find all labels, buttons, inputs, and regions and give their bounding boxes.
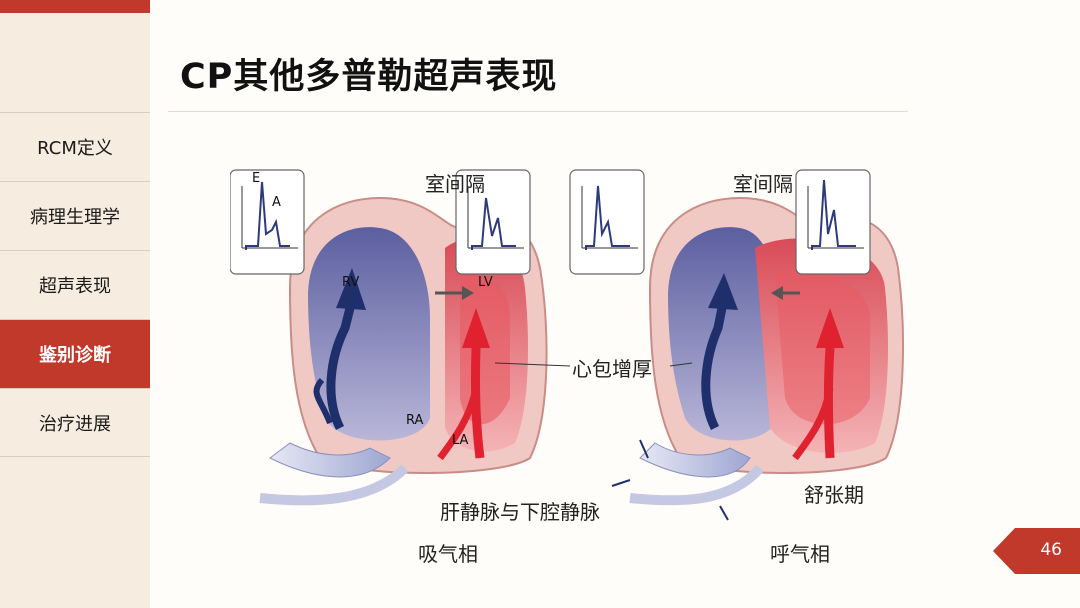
- heart-illustration: RV LV RA LA E A: [229, 169, 904, 521]
- title-divider: [168, 111, 908, 112]
- wave-e-text: E: [252, 171, 260, 186]
- label-expiration: 呼气相: [770, 542, 830, 566]
- sidebar-nav: RCM定义 病理生理学 超声表现 鉴别诊断 治疗进展: [0, 112, 160, 457]
- sidebar-item-pathophysiology[interactable]: 病理生理学: [0, 181, 150, 250]
- page-number: 46: [1040, 540, 1062, 560]
- sidebar-item-label: 病理生理学: [30, 207, 120, 228]
- sidebar: RCM定义 病理生理学 超声表现 鉴别诊断 治疗进展: [0, 0, 160, 608]
- heart-expiration: [569, 169, 904, 521]
- chamber-rv-text: RV: [342, 275, 359, 290]
- page-number-badge: 46: [993, 528, 1080, 574]
- label-diastole: 舒张期: [804, 483, 864, 507]
- sidebar-item-differential-diagnosis[interactable]: 鉴别诊断: [0, 319, 160, 388]
- label-septum-inspiration: 室间隔: [425, 172, 485, 196]
- chamber-la-text: LA: [452, 433, 469, 448]
- chamber-ra-text: RA: [406, 413, 424, 428]
- sidebar-item-ultrasound[interactable]: 超声表现: [0, 250, 150, 319]
- label-septum-expiration: 室间隔: [733, 172, 793, 196]
- chamber-lv-text: LV: [478, 275, 493, 290]
- slide-title: CP其他多普勒超声表现: [180, 57, 558, 97]
- sidebar-item-rcm-definition[interactable]: RCM定义: [0, 112, 150, 181]
- sidebar-accent-bar: [0, 0, 150, 13]
- heart-doppler-figure: RV LV RA LA E A 室间隔 室间隔 心包增厚 肝静脉与下腔静脉 舒张…: [229, 158, 910, 578]
- sidebar-item-label: RCM定义: [37, 138, 113, 159]
- label-hepatic-ivc: 肝静脉与下腔静脉: [440, 500, 600, 524]
- label-pericardial-thickening: 心包增厚: [572, 357, 652, 381]
- sidebar-item-label: 治疗进展: [39, 413, 111, 435]
- page-badge-shape: [993, 528, 1080, 574]
- sidebar-item-label: 超声表现: [39, 276, 111, 297]
- slide-content: CP其他多普勒超声表现: [150, 0, 1080, 608]
- sidebar-item-label: 鉴别诊断: [39, 345, 111, 366]
- wave-a-text: A: [272, 195, 281, 210]
- label-inspiration: 吸气相: [418, 542, 478, 566]
- sidebar-item-treatment[interactable]: 治疗进展: [0, 388, 150, 457]
- heart-inspiration: [229, 169, 548, 506]
